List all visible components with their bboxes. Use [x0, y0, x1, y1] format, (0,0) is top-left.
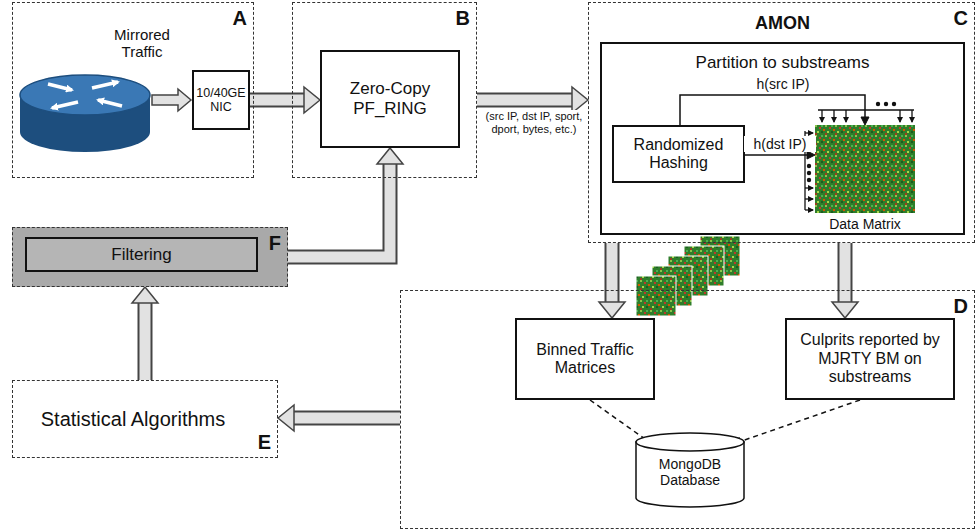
- connector: [745, 151, 815, 159]
- region-letter: B: [456, 7, 470, 30]
- region-d: D Binned Traffic Matrices Culprits reporte…: [400, 290, 975, 529]
- connector: [832, 243, 858, 318]
- annotation-label: Mirrored Traffic: [92, 26, 192, 61]
- arrow-shaft: [293, 413, 400, 424]
- node-text: Data Matrix: [795, 216, 935, 232]
- arrow-shaft-outline: [477, 93, 573, 108]
- arrow-head: [278, 405, 294, 431]
- node-text: 10/40GE NIC: [196, 86, 245, 115]
- matrix-image: [815, 125, 915, 213]
- cylinder-top: [636, 433, 744, 451]
- node-text: Filtering: [111, 245, 171, 265]
- node-text: Statistical Algorithms: [23, 408, 243, 431]
- node-text: Partition to substreams: [602, 53, 963, 73]
- arrow-shaft-outline: [293, 411, 400, 426]
- arrow-shaft: [840, 243, 851, 303]
- arrow-line: [680, 95, 865, 125]
- arrow-line: [745, 154, 808, 156]
- region-letter: F: [269, 232, 281, 255]
- region-f: F Filtering: [12, 227, 288, 287]
- edge-label: h(dst IP): [744, 136, 816, 152]
- edge-label: (src IP, dst IP, sport, dport, bytes, et…: [481, 110, 587, 135]
- connector: [599, 243, 625, 318]
- connector: [288, 148, 403, 257]
- connector: [250, 87, 320, 113]
- matrix-stack: [636, 236, 740, 316]
- node-text: Randomized Hashing: [617, 136, 740, 173]
- region-e: Statistical AlgorithmsE: [12, 380, 278, 458]
- arrow-head: [304, 87, 320, 113]
- hashing-box: Randomized Hashing: [612, 125, 745, 183]
- arrow-shaft: [607, 243, 618, 303]
- arrow-head: [807, 151, 815, 159]
- connector: [680, 95, 869, 125]
- arrow-line: [590, 400, 646, 440]
- node-text: AMON: [602, 13, 963, 34]
- arrow-shaft-outline: [838, 243, 853, 303]
- arrow-head: [132, 287, 158, 303]
- edge-label: h(src IP): [738, 76, 828, 92]
- node-text: MongoDB Database: [639, 456, 741, 488]
- connector: [733, 400, 860, 445]
- pfring-box: Zero-Copy PF_RING: [320, 50, 460, 148]
- mirror-arrow: [152, 89, 191, 111]
- filtering-box: Filtering: [25, 237, 258, 272]
- arrow-shaft-outline: [250, 93, 305, 108]
- region-letter: E: [258, 431, 271, 454]
- region-b: B Zero-Copy PF_RING: [292, 2, 477, 178]
- arrow-shaft: [140, 302, 151, 380]
- connector: [278, 405, 400, 431]
- arrow-shaft: [250, 95, 305, 106]
- arrow-line: [740, 400, 860, 442]
- culprits-box: Culprits reported by MJRTY BM on substre…: [785, 318, 955, 400]
- connector: [132, 287, 158, 380]
- region-letter: A: [233, 7, 247, 30]
- arrow-head: [599, 302, 625, 318]
- arrow-head: [832, 302, 858, 318]
- arrow-head: [377, 148, 403, 164]
- node-text: Culprits reported by MJRTY BM on substre…: [790, 331, 950, 386]
- data-matrix: Data Matrix: [815, 125, 915, 213]
- arrow-shaft-outline: [138, 302, 153, 380]
- router-icon: [20, 75, 150, 152]
- binned-box: Binned Traffic Matrices: [515, 318, 655, 400]
- node-text: Zero-Copy PF_RING: [325, 79, 455, 118]
- node-text: Binned Traffic Matrices: [520, 341, 650, 378]
- nic-box: 10/40GE NIC: [192, 70, 250, 130]
- matrix-cells: [815, 125, 915, 213]
- region-letter: D: [954, 295, 968, 318]
- arrow-shaft-outline: [605, 243, 620, 303]
- region-c: CAMON Partition to substreamsRandomized H…: [588, 2, 975, 243]
- arrow-shaft: [477, 95, 573, 106]
- region-letter: C: [954, 7, 968, 30]
- arrow-head: [861, 117, 869, 125]
- database-cylinder: MongoDB Database: [635, 432, 745, 508]
